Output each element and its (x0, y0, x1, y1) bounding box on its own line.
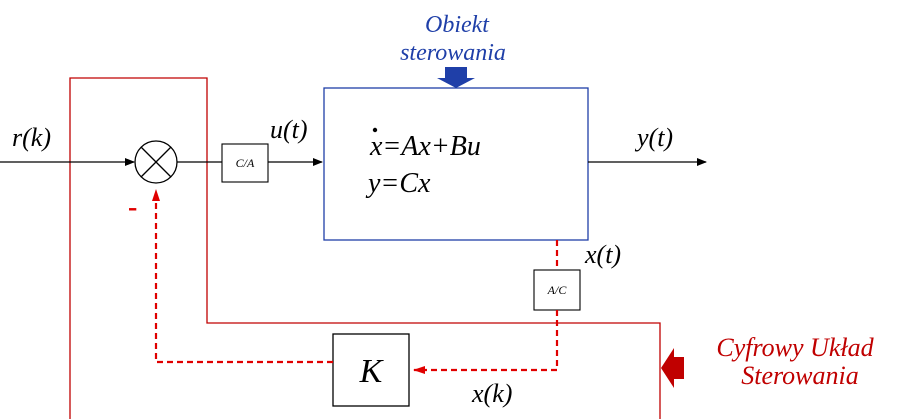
gain-to-junction-feedback-line (152, 189, 333, 364)
state-discrete-label: x(k) (471, 379, 512, 408)
digital-controller-boundary (69, 77, 661, 419)
plant-label-line2: sterowania (400, 40, 506, 66)
digital-controller-pointer-arrow (661, 348, 684, 388)
input-signal-label: r(k) (12, 123, 51, 152)
gain-block (332, 333, 410, 407)
output-signal-label: y(t) (634, 123, 673, 152)
plant-label-line1: Obiekt (425, 12, 490, 38)
plant-pointer-arrow (437, 67, 475, 88)
control-signal-label: u(t) (270, 115, 308, 144)
adc-to-gain-line (413, 310, 559, 374)
state-continuous-label: x(t) (584, 240, 621, 269)
dac-block (221, 143, 269, 183)
derivative-dot (372, 127, 378, 133)
digital-controller-label-line1: Cyfrowy Układ (716, 333, 874, 362)
dac-label: C/A (236, 156, 255, 170)
summing-junction (134, 140, 178, 184)
plant-block (323, 87, 589, 241)
output-equation: y=Cx (365, 168, 431, 199)
minus-sign: - (128, 192, 137, 223)
adc-block (533, 269, 581, 311)
digital-controller-label-line2: Sterowania (741, 361, 858, 390)
adc-label: A/C (547, 283, 568, 297)
state-equation: x=Ax+Bu (369, 131, 481, 162)
gain-label: K (359, 353, 385, 390)
